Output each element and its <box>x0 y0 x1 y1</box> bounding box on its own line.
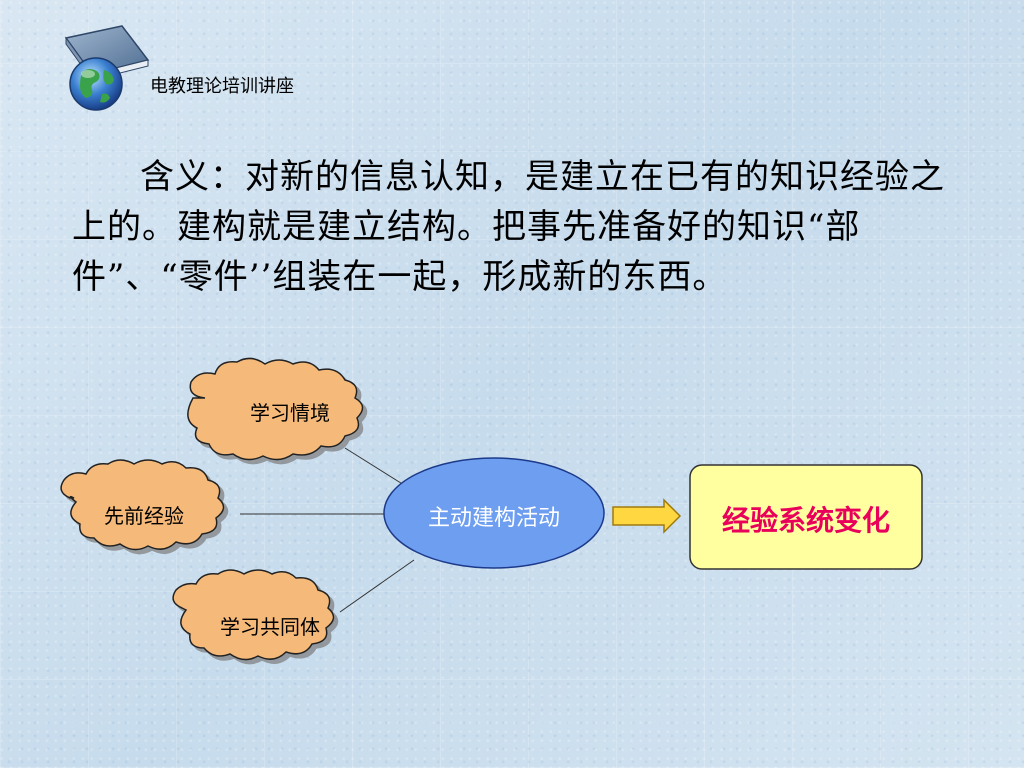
cloud-prior-experience <box>60 459 225 551</box>
body-paragraph: 含义：对新的信息认知，是建立在已有的知识经验之上的。建构就是建立结构。把事先准备… <box>72 157 945 297</box>
active-construction-ellipse <box>383 457 605 569</box>
cloud-label-learning-community: 学习共同体 <box>220 615 320 639</box>
result-label: 经验系统变化 <box>721 504 890 537</box>
cloud-label-prior-experience: 先前经验 <box>104 504 184 528</box>
cloud-learning-community <box>172 569 335 661</box>
cloud-situation <box>187 357 364 461</box>
connector-line-community <box>339 559 415 613</box>
globe-book-icon <box>64 25 150 111</box>
result-box <box>689 464 923 570</box>
right-arrow-icon <box>612 498 682 534</box>
cloud-label-situation: 学习情境 <box>250 401 330 425</box>
header-title: 电教理论培训讲座 <box>150 76 294 97</box>
center-label: 主动建构活动 <box>427 506 560 531</box>
